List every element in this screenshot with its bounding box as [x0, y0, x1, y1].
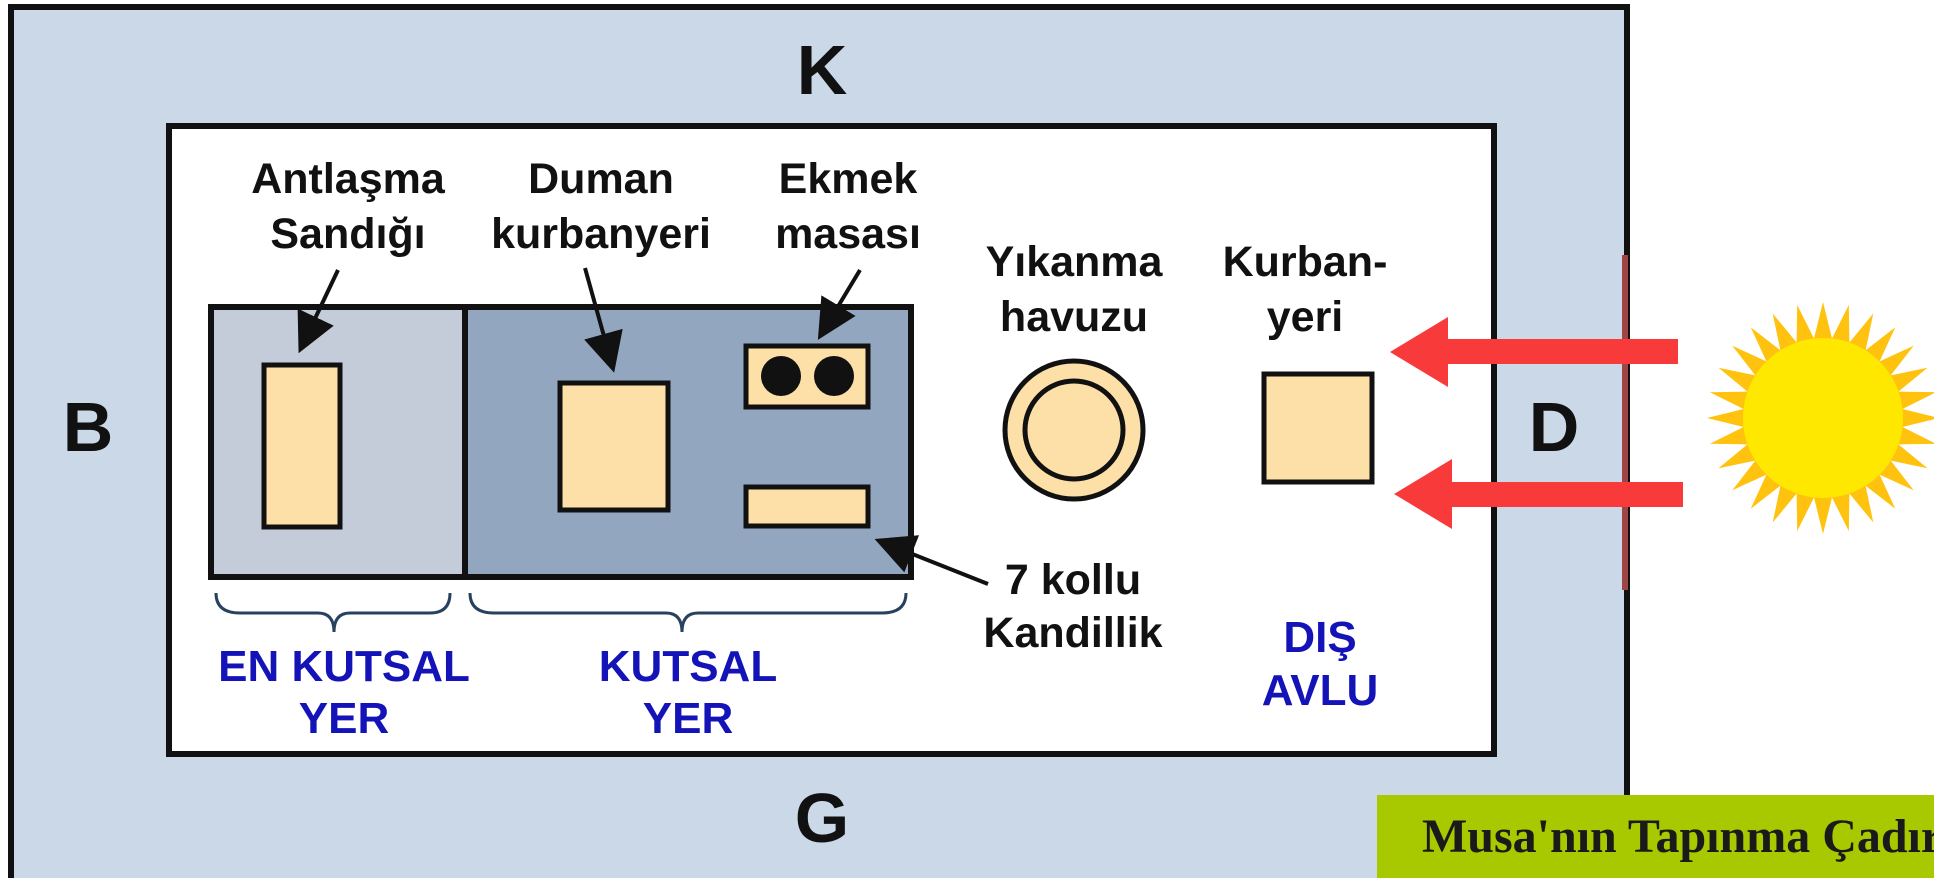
diagram-title-box: Musa'nın Tapınma Çadırı (Gölge ve ...)	[1377, 795, 1934, 878]
court-label-line1: DIŞ	[1283, 613, 1356, 662]
holy-brace	[468, 592, 908, 633]
arrow-upper-head	[1390, 317, 1448, 387]
most-holy-label-line1: EN KUTSAL	[218, 642, 470, 691]
laver-label-line1: Yıkanma	[986, 238, 1164, 286]
bread-loaf-left	[761, 356, 801, 396]
ark-label-line1: Antlaşma	[251, 155, 446, 203]
holy-label-line2: YER	[643, 694, 733, 743]
compass-south: G	[795, 779, 849, 857]
ark-label-line2: Sandığı	[270, 210, 425, 258]
sunlight-arrows	[1390, 317, 1683, 529]
ark-of-covenant	[261, 362, 343, 530]
laver-label-line2: havuzu	[1000, 293, 1148, 341]
sacrifice-altar	[1261, 371, 1375, 485]
most-holy-brace	[214, 592, 452, 633]
lamp-label-line1: 7 kollu	[1005, 556, 1141, 604]
lamp-label-line2: Kandillik	[983, 609, 1162, 657]
arrow-lower-head	[1394, 459, 1452, 529]
arrow-upper-shaft	[1440, 339, 1678, 364]
laver-inner	[1022, 378, 1126, 482]
incense-label-line1: Duman	[528, 155, 674, 203]
lamp-pointer-arrow	[874, 535, 989, 586]
incense-altar	[557, 380, 671, 513]
holy-label-line1: KUTSAL	[599, 642, 777, 691]
ark-pointer-arrow	[297, 269, 340, 354]
incense-pointer-arrow	[583, 267, 623, 373]
arrow-lower-shaft	[1440, 482, 1683, 507]
bread-pointer-arrow	[817, 268, 862, 340]
bread-label-line1: Ekmek	[779, 155, 918, 203]
compass-east: D	[1529, 388, 1580, 466]
most-holy-label-line2: YER	[299, 694, 389, 743]
bread-loaf-right	[814, 356, 854, 396]
incense-label-line2: kurbanyeri	[491, 210, 711, 258]
court-label-line2: AVLU	[1262, 666, 1379, 715]
altar-label-line1: Kurban-	[1223, 238, 1388, 286]
compass-west: B	[63, 388, 114, 466]
compass-north: K	[797, 31, 848, 109]
diagram-title: Musa'nın Tapınma Çadırı (Gölge ve ...)	[1422, 810, 1934, 863]
sun-icon	[1707, 302, 1934, 534]
bread-label-line2: masası	[775, 210, 921, 258]
lampstand	[743, 484, 871, 529]
sun-disc	[1743, 338, 1903, 498]
altar-label-line2: yeri	[1267, 293, 1344, 341]
